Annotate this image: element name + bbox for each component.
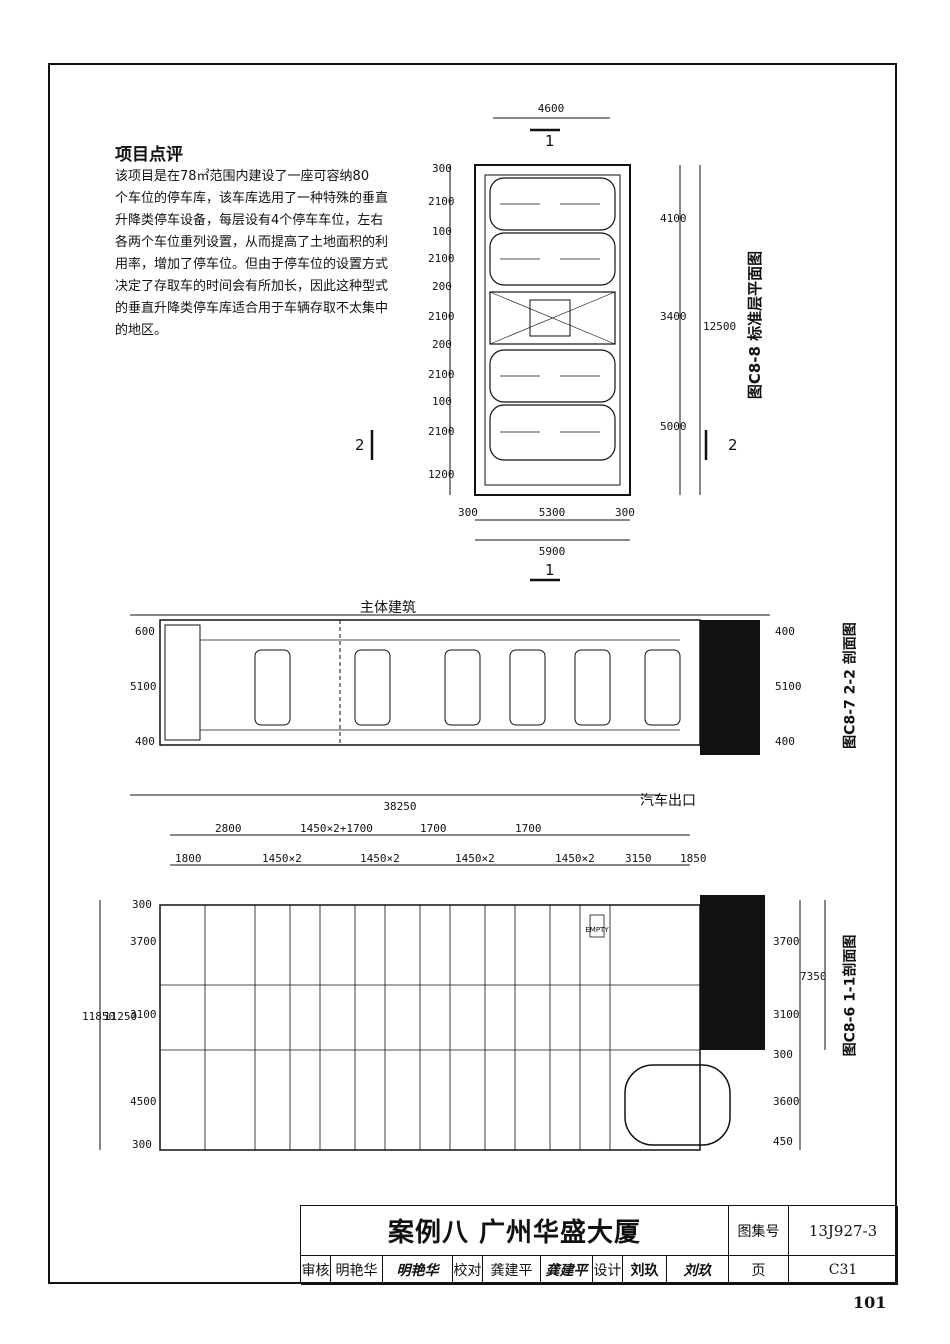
section22-dim-right: 400 <box>775 625 795 638</box>
section11-dim: 4500 <box>130 1095 157 1108</box>
section11-dim-right: 3600 <box>773 1095 800 1108</box>
spacing-dim: 3150 <box>625 852 652 865</box>
plan-dim-right-total: 12500 <box>703 320 736 333</box>
plan-dim-bottom: 300 <box>615 506 635 519</box>
comment-line: 个车位的停车库，该车库选用了一种特殊的垂直 <box>115 191 389 206</box>
plan-dim-left: 100 <box>432 225 452 238</box>
plan-dim-left: 2100 <box>428 310 455 323</box>
section11-dim-mid: 11250 <box>104 1010 137 1023</box>
plan-caption: 图C8-8 标准层平面图 <box>746 251 764 399</box>
designer-signature: 刘玖 <box>667 1256 729 1285</box>
section11-dim-right: 3700 <box>773 935 800 948</box>
spacing-dim: 1450×2 <box>555 852 595 865</box>
plan-dim-bottom-total: 5900 <box>539 545 566 558</box>
section22-building-label: 主体建筑 <box>360 600 416 616</box>
plan-dim-left: 2100 <box>428 368 455 381</box>
spacing-dim: 1450×2+1700 <box>300 822 373 835</box>
spacing-dim: 1800 <box>175 852 202 865</box>
section11-dim: 300 <box>132 898 152 911</box>
section11-dim-right: 3100 <box>773 1008 800 1021</box>
section22-caption: 图C8-7 2-2 剖面图 <box>842 622 859 749</box>
spacing-dim: 1450×2 <box>455 852 495 865</box>
plan-dim-left: 1200 <box>428 468 455 481</box>
section22-dim-length: 38250 <box>383 800 416 813</box>
section11-caption: 图C8-6 1-1剖面图 <box>842 935 859 1057</box>
checker-name: 龚建平 <box>483 1256 541 1285</box>
plan-section-mark: 1 <box>545 132 555 150</box>
designer-name: 刘玖 <box>623 1256 667 1285</box>
spacing-dim: 1450×2 <box>360 852 400 865</box>
plan-dim-left: 300 <box>432 162 452 175</box>
section22-dim-right: 400 <box>775 735 795 748</box>
plan-dim-bottom: 5300 <box>539 506 566 519</box>
section11-dim-right: 450 <box>773 1135 793 1148</box>
plan-dim-top: 4600 <box>538 102 565 115</box>
plan-dim-left: 200 <box>432 338 452 351</box>
plan-section-mark: 2 <box>728 436 738 454</box>
plan-section-mark: 1 <box>545 561 555 579</box>
reviewer-name: 明艳华 <box>331 1256 383 1285</box>
section22-dim-left: 600 <box>135 625 155 638</box>
section11-dim-total: 11850 <box>82 1010 115 1023</box>
section22-dim-left: 5100 <box>130 680 157 693</box>
plan-car-bays <box>489 177 616 461</box>
plan-section-mark: 2 <box>355 436 365 454</box>
section11-dim: 3100 <box>130 1008 157 1021</box>
checker-label: 校对 <box>453 1256 483 1285</box>
section22-dim-right: 5100 <box>775 680 802 693</box>
section-2-2: 600 5100 400 400 5100 400 38250 主体建筑 汽车出… <box>130 600 859 813</box>
checker-signature: 龚建平 <box>541 1256 593 1285</box>
spacing-dimensions: 1800 2800 1450×2 1450×2+1700 1450×2 1700… <box>170 822 707 866</box>
comment-line: 该项目是在78㎡范围内建设了一座可容纳80 <box>115 169 370 184</box>
plan-dim-right: 5000 <box>660 420 687 433</box>
plan-dim-left: 200 <box>432 280 452 293</box>
page-label: 页 <box>729 1256 789 1285</box>
section11-dim-right: 300 <box>773 1048 793 1061</box>
page-code: C31 <box>789 1256 898 1285</box>
section11-dim: 300 <box>132 1138 152 1151</box>
comment-line: 的垂直升降类停车库适合用于车辆存取不太集中 <box>115 301 389 316</box>
plan-dim-left: 2100 <box>428 195 455 208</box>
section11-empty-sign: EMPTY <box>585 926 609 934</box>
plan-dim-left: 100 <box>432 395 452 408</box>
section-1-1: EMPTY 11850 11250 300 3700 3100 4500 300… <box>82 895 859 1151</box>
atlas-label: 图集号 <box>729 1206 789 1256</box>
plan-dim-left: 2100 <box>428 252 455 265</box>
plan-dim-right: 4100 <box>660 212 687 225</box>
comment-line: 用率，增加了停车位。但由于停车位的设置方式 <box>115 257 389 272</box>
plan-dim-right: 3400 <box>660 310 687 323</box>
title-block: 案例八 广州华盛大厦 图集号 13J927-3 审核 明艳华 明艳华 校对 龚建… <box>300 1205 898 1285</box>
spacing-dim: 1700 <box>515 822 542 835</box>
reviewer-label: 审核 <box>301 1256 331 1285</box>
plan-dim-bottom: 300 <box>458 506 478 519</box>
spacing-dim: 2800 <box>215 822 242 835</box>
section11-dim: 3700 <box>130 935 157 948</box>
plan-dim-left: 2100 <box>428 425 455 438</box>
spacing-dim: 1700 <box>420 822 447 835</box>
designer-label: 设计 <box>593 1256 623 1285</box>
standard-floor-plan: 4600 300 2100 100 2100 200 2100 200 2100… <box>355 102 764 582</box>
section22-cars <box>254 649 681 726</box>
drawing-frame <box>48 63 897 1284</box>
reviewer-signature: 明艳华 <box>383 1256 453 1285</box>
comment-line: 升降类停车设备，每层设有4个停车车位，左右 <box>115 213 384 228</box>
section22-dim-left: 400 <box>135 735 155 748</box>
comment-title: 项目点评 <box>115 145 183 165</box>
comment-line: 各两个车位重列设置，从而提高了土地面积的利 <box>115 235 389 250</box>
plan-lift-platform <box>489 291 616 345</box>
drawing-title: 案例八 广州华盛大厦 <box>301 1206 729 1256</box>
atlas-number: 13J927-3 <box>789 1206 898 1256</box>
spacing-dim: 1850 <box>680 852 707 865</box>
page-number: 101 <box>853 1293 887 1312</box>
spacing-dim: 1450×2 <box>262 852 302 865</box>
comment-body: 该项目是在78㎡范围内建设了一座可容纳80 个车位的停车库，该车库选用了一种特殊… <box>115 166 535 342</box>
comment-line: 决定了存取车的时间会有所加长，因此这种型式 <box>115 279 389 294</box>
section11-columns <box>204 905 611 1150</box>
comment-line: 的地区。 <box>115 323 168 338</box>
section11-dim-right-total: 7350 <box>800 970 827 983</box>
section22-exit-label: 汽车出口 <box>640 792 696 809</box>
